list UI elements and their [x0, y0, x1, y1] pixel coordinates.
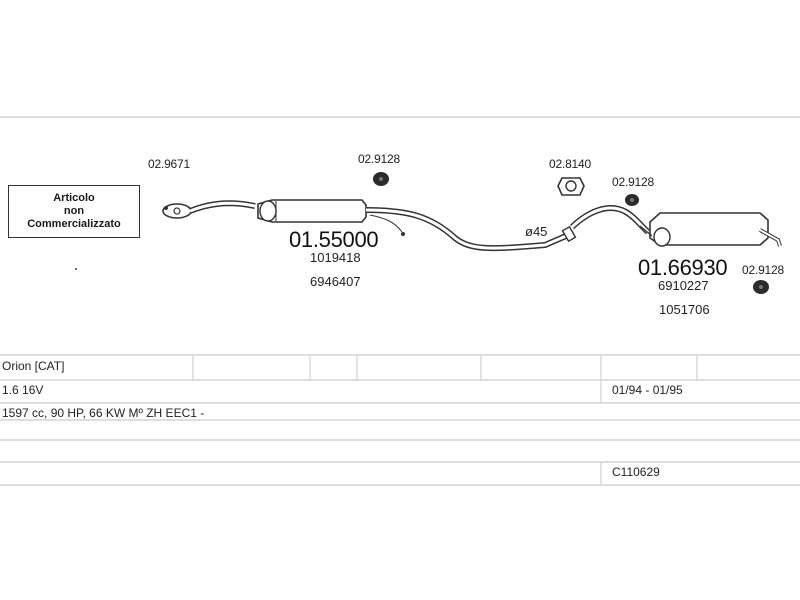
clamp-diameter-label[interactable]: ø45: [525, 224, 548, 239]
middle-muffler-part[interactable]: [257, 199, 367, 223]
middle-muffler-ref-2: 6946407: [310, 274, 361, 289]
rear-muffler-code[interactable]: 01.66930: [638, 255, 728, 280]
note-line-2: non: [63, 205, 85, 217]
rear-muffler-ref-1: 6910227: [658, 278, 709, 293]
rear-muffler-ref-2: 1051706: [659, 302, 710, 317]
sensor-wire: [369, 214, 403, 233]
engine-specs: 1597 cc, 90 HP, 66 KW Mº ZH EEC1 -: [2, 406, 205, 420]
note-line-1: Articolo: [53, 192, 95, 204]
hanger-rear-part[interactable]: [557, 177, 585, 196]
note-line-3: Commercializzato: [27, 218, 121, 230]
hanger-rear-end-code-label[interactable]: 02.9128: [742, 263, 784, 277]
catalog-code: C110629: [612, 465, 660, 479]
hanger-front-part[interactable]: [373, 172, 389, 186]
production-years: 01/94 - 01/95: [612, 383, 683, 397]
not-commercialized-note: Articolo non Commercializzato: [8, 185, 140, 238]
middle-muffler-code[interactable]: 01.55000: [289, 227, 379, 252]
flange-code-label[interactable]: 02.9671: [148, 157, 190, 171]
hanger-rear-code-label[interactable]: 02.8140: [549, 157, 591, 171]
hanger-rear-top-code-label[interactable]: 02.9128: [612, 175, 654, 189]
hanger-front-code-label[interactable]: 02.9128: [358, 152, 400, 166]
clamp-part[interactable]: [561, 225, 577, 243]
middle-muffler-ref-1: 1019418: [310, 250, 361, 265]
front-flange-part[interactable]: [162, 203, 192, 219]
hanger-rear-top-part[interactable]: [625, 194, 639, 206]
rear-muffler-part[interactable]: [639, 212, 782, 247]
engine-type: 1.6 16V: [2, 383, 44, 397]
stray-dot: [75, 268, 77, 270]
vehicle-model: Orion [CAT]: [2, 359, 65, 373]
hanger-rear-end-part[interactable]: [753, 280, 769, 294]
